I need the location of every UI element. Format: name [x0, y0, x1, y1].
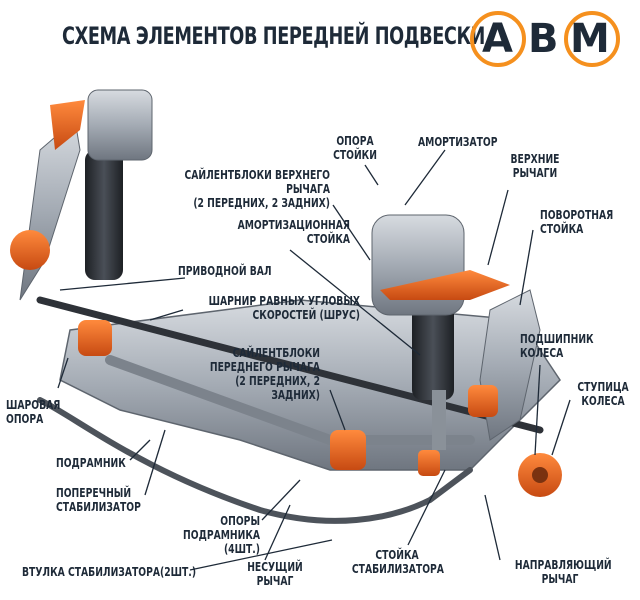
logo-letter-m: M	[570, 16, 610, 62]
left-orange-bracket	[50, 100, 85, 150]
label-povorotnaya-stoyka: ПОВОРОТНАЯ СТОЙКА	[540, 207, 614, 236]
left-knuckle-part	[19, 119, 81, 301]
stabilizer-bar-part	[37, 397, 473, 524]
label-saylentbloki-perednego: САЙЛЕНТБЛОКИ ПЕРЕДНЕГО РЫЧАГА (2 ПЕРЕДНИ…	[209, 345, 320, 402]
logo-ring-right	[564, 11, 620, 67]
label-amortizator: АМОРТИЗАТОР	[418, 134, 498, 149]
abm-logo: A B M	[470, 10, 620, 68]
right-hub-center	[532, 467, 548, 483]
label-saylentbloki-verhnego: САЙЛЕНТБЛОКИ ВЕРХНЕГО РЫЧАГА (2 ПЕРЕДНИХ…	[184, 167, 330, 210]
bushing-front-center	[330, 430, 366, 470]
bushing-rear-right	[468, 385, 498, 417]
label-amortizacionnaya-stoyka: АМОРТИЗАЦИОННАЯ СТОЙКА	[237, 217, 350, 246]
upper-arms-part	[380, 270, 510, 300]
right-shock-rod	[432, 390, 446, 450]
logo-letter-b: B	[528, 16, 559, 62]
label-nesushiy: НЕСУЩИЙ РЫЧАГ	[247, 559, 303, 588]
leader-lines	[57, 149, 571, 571]
label-opory-podramnika: ОПОРЫ ПОДРАМНИКА (4ШТ.)	[183, 513, 260, 556]
label-podramnik: ПОДРАМНИК	[56, 455, 126, 470]
logo-letter-a: A	[482, 16, 513, 62]
label-stoyka-stabilizatora: СТОЙКА СТАБИЛИЗАТОРА	[351, 547, 444, 576]
left-strut-spring	[85, 150, 123, 280]
label-poperechny-stabilizator: ПОПЕРЕЧНЫЙ СТАБИЛИЗАТОР	[56, 485, 141, 514]
left-strut-top	[87, 89, 153, 161]
label-napravlyayushiy: НАПРАВЛЯЮЩИЙ РЫЧАГ	[514, 557, 612, 586]
bushing-front-left	[78, 320, 112, 356]
label-opora-stoyki: ОПОРА СТОЙКИ	[333, 133, 377, 162]
left-hub-part	[10, 230, 50, 270]
logo-ring-left	[470, 11, 526, 67]
label-stupica: СТУПИЦА КОЛЕСА	[577, 379, 629, 408]
bushing-stabilizer	[418, 450, 440, 476]
label-sharnir: ШАРНИР РАВНЫХ УГЛОВЫХ СКОРОСТЕЙ (ШРУС)	[208, 293, 360, 322]
label-vtulka: ВТУЛКА СТАБИЛИЗАТОРА(2ШТ.)	[22, 564, 197, 579]
page-title: СХЕМА ЭЛЕМЕНТОВ ПЕРЕДНЕЙ ПОДВЕСКИ	[62, 22, 485, 50]
label-podshipnik: ПОДШИПНИК КОЛЕСА	[520, 331, 594, 360]
label-verhnie-rychagi: ВЕРХНИЕ РЫЧАГИ	[510, 151, 560, 180]
label-sharovaya-opora: ШАРОВАЯ ОПОРА	[6, 397, 61, 426]
right-knuckle-part	[479, 289, 541, 441]
drive-shaft-part	[36, 296, 544, 434]
label-privodnoy-val: ПРИВОДНОЙ ВАЛ	[178, 263, 272, 278]
